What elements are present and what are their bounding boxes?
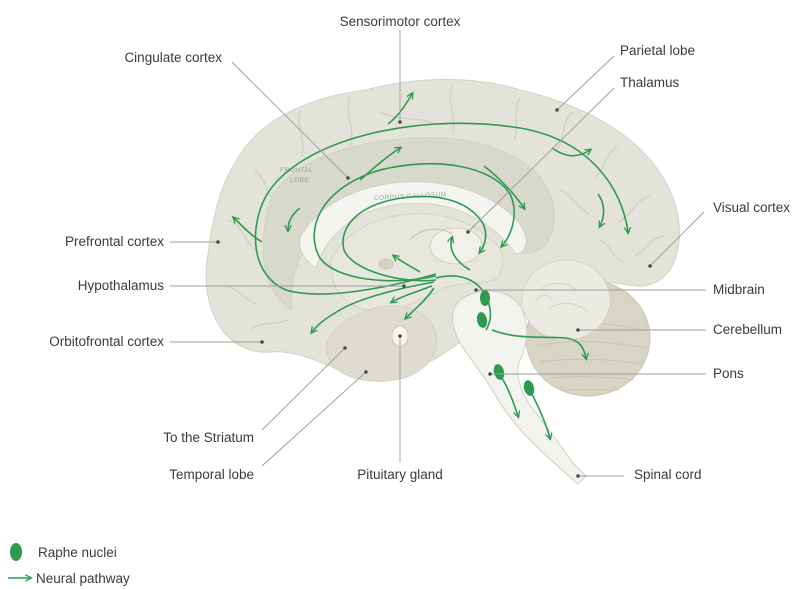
legend-raphe-nuclei: Raphe nuclei: [38, 545, 117, 560]
label-parietal-lobe: Parietal lobe: [620, 43, 695, 58]
label-orbitofrontal-cortex: Orbitofrontal cortex: [49, 334, 164, 349]
label-pituitary-gland: Pituitary gland: [357, 467, 443, 482]
label-hypothalamus: Hypothalamus: [78, 278, 165, 293]
frontal-lobe-inner-label-2: LOBE: [290, 177, 310, 184]
legend: Raphe nuclei Neural pathway: [8, 543, 130, 586]
label-cingulate-cortex: Cingulate cortex: [124, 50, 222, 65]
label-cerebellum: Cerebellum: [713, 322, 782, 337]
label-prefrontal-cortex: Prefrontal cortex: [65, 234, 164, 249]
raphe-nuclei-legend-icon: [10, 543, 22, 561]
label-temporal-lobe: Temporal lobe: [169, 467, 254, 482]
raphe-nucleus: [480, 290, 490, 306]
legend-neural-pathway: Neural pathway: [36, 571, 130, 586]
label-sensorimotor-cortex: Sensorimotor cortex: [340, 14, 461, 29]
label-thalamus: Thalamus: [620, 75, 680, 90]
label-pons: Pons: [713, 366, 744, 381]
label-midbrain: Midbrain: [713, 282, 765, 297]
label-to-the-striatum: To the Striatum: [163, 430, 254, 445]
label-spinal-cord: Spinal cord: [634, 467, 702, 482]
brain-illustration: [206, 79, 679, 484]
label-visual-cortex: Visual cortex: [713, 200, 790, 215]
hypothalamus-shape: [379, 259, 393, 269]
